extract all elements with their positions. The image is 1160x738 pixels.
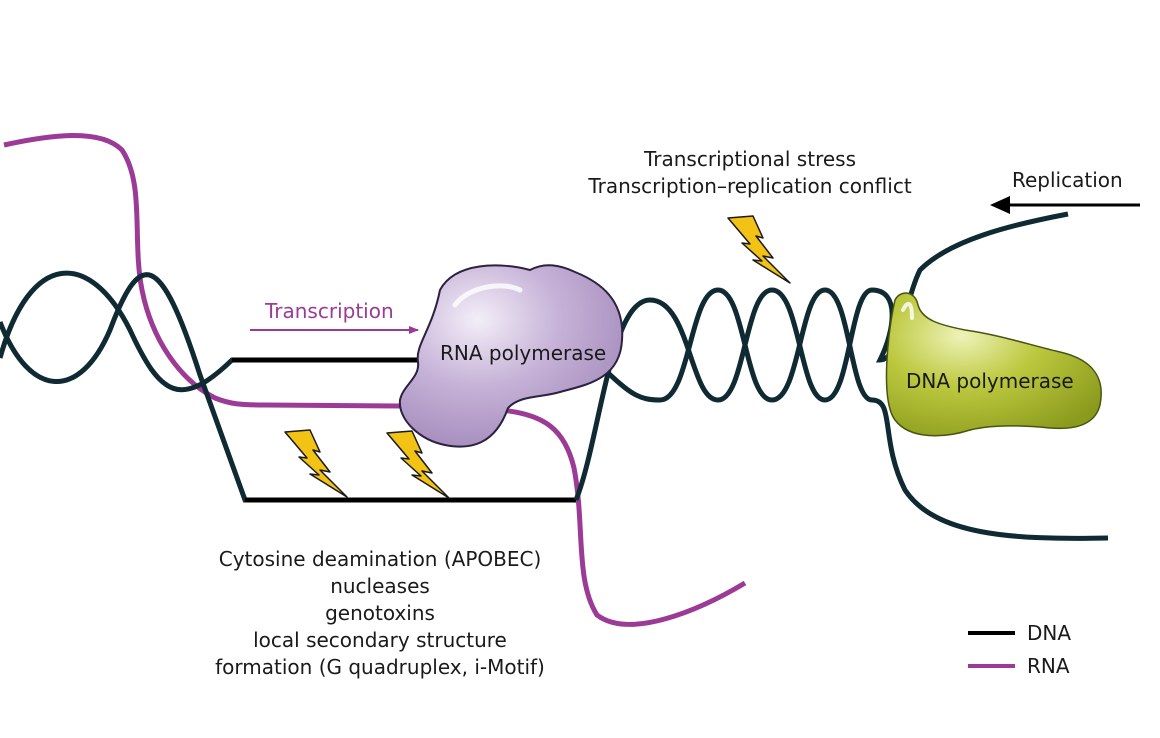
lightning-icon [386,430,450,499]
dna-left-strand-b [0,272,576,503]
dna-left-strand-a [0,270,420,393]
rna-polymerase-highlight [452,283,523,308]
cause-line: genotoxins [325,601,435,625]
dna-polymerase-shape [885,292,1102,437]
transcription-label: Transcription [265,299,394,323]
cause-line: nucleases [330,574,430,598]
replication-label: Replication [1012,168,1123,192]
rna-polymerase-shape [398,264,624,448]
cause-line: local secondary structure [253,628,507,652]
cause-line: formation (G quadruplex, i-Motif) [215,655,545,679]
dna-polymerase-highlight [901,301,914,320]
cause-line: Cytosine deamination (APOBEC) [218,547,542,571]
stress-line: Transcriptional stress [644,147,856,171]
stress-line: Transcription–replication conflict [588,174,912,198]
dna-right-strand-b [598,287,1109,541]
dna-polymerase-label: DNA polymerase [906,369,1074,393]
legend-rna-label: RNA [1027,654,1070,678]
legend-dna-label: DNA [1027,621,1072,645]
replication-arrow-head [990,196,1010,214]
lightning-icon [284,429,348,498]
lightning-icon [727,215,791,284]
causes-label: Cytosine deamination (APOBEC) nucleases … [170,546,590,681]
stress-label: Transcriptional stress Transcription–rep… [560,146,940,200]
rna-polymerase-label: RNA polymerase [440,341,607,365]
